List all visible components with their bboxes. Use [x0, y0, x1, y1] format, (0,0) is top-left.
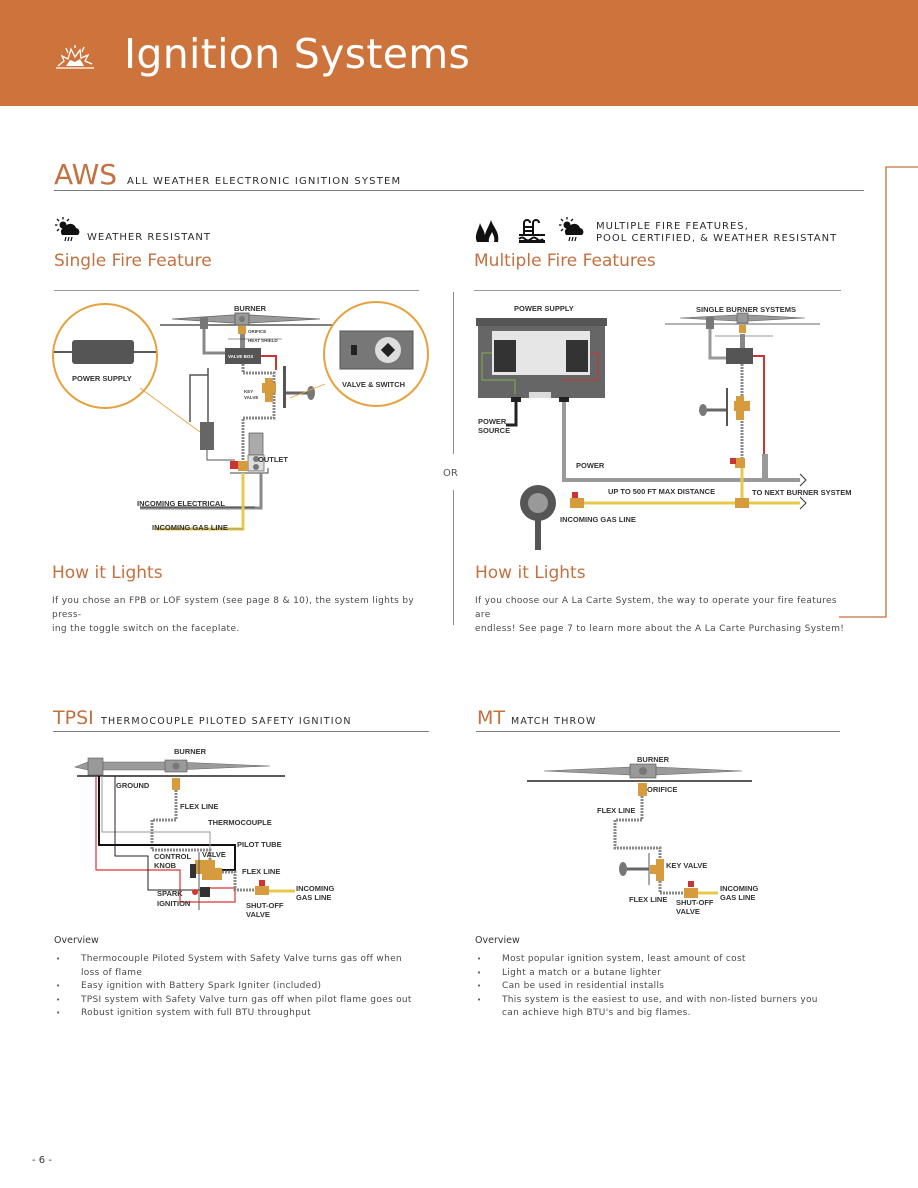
tpsi-diagram: BURNER GROUND FLEX LINE THERMOCOUPLE PIL… — [73, 747, 334, 919]
list-item: Easy ignition with Battery Spark Igniter… — [54, 980, 414, 994]
aws-single-diagram: BURNER ORIFICE HEAT SHIELD VALVE BOX POW… — [52, 301, 429, 532]
single-how-text: If you chose an FPB or LOF system (see p… — [52, 596, 415, 634]
tpsi-overview-list: Thermocouple Piloted System with Safety … — [54, 953, 414, 1021]
list-item: Most popular ignition system, least amou… — [475, 953, 835, 967]
multiple-tag-line-1: MULTIPLE FIRE FEATURES, — [596, 221, 749, 232]
label-burner: BURNER — [637, 755, 670, 764]
label-burner: BURNER — [174, 747, 207, 756]
list-item: This system is the easiest to use, and w… — [475, 994, 835, 1021]
label-incoming-gas: INCOMING GAS LINE — [152, 523, 228, 532]
mt-code: MT — [477, 707, 505, 729]
aws-subtitle: ALL WEATHER ELECTRONIC IGNITION SYSTEM — [127, 176, 402, 187]
label-power-source-2: SOURCE — [478, 426, 510, 435]
aws-code: AWS — [54, 158, 118, 191]
single-fire-heading: Single Fire Feature — [54, 251, 212, 271]
or-divider-bottom — [453, 490, 454, 625]
multiple-tag-line-2: POOL CERTIFIED, & WEATHER RESISTANT — [596, 233, 838, 244]
label-orifice: ORIFICE — [248, 329, 266, 334]
or-label: OR — [443, 468, 458, 479]
label-shutoff: SHUT-OFF — [246, 901, 284, 910]
label-single-burner: SINGLE BURNER SYSTEMS — [696, 305, 796, 314]
tpsi-divider — [53, 731, 429, 732]
multiple-fire-heading: Multiple Fire Features — [474, 251, 656, 271]
label-knob: KNOB — [154, 861, 177, 870]
label-next-burner: TO NEXT BURNER SYSTEM — [752, 488, 851, 497]
label-gas-line: GAS LINE — [296, 893, 331, 902]
label-ignition: IGNITION — [157, 899, 190, 908]
weather-sun-rain-icon — [559, 217, 584, 242]
label-key-valve: KEY VALVE — [666, 861, 707, 870]
tpsi-subtitle: THERMOCOUPLE PILOTED SAFETY IGNITION — [101, 716, 352, 727]
page-header: Ignition Systems — [0, 0, 918, 106]
mt-diagram: BURNER ORIFICE FLEX LINE KEY VALVE FLEX … — [527, 755, 758, 916]
label-valve: VALVE — [244, 395, 258, 400]
label-heat-shield: HEAT SHIELD — [248, 338, 278, 343]
label-spark: SPARK — [157, 889, 183, 898]
label-key: KEY — [244, 389, 253, 394]
label-power-supply: POWER SUPPLY — [72, 374, 132, 383]
label-flex-line-1: FLEX LINE — [180, 802, 218, 811]
label-flex-line-2: FLEX LINE — [629, 895, 667, 904]
label-valve-switch: VALVE & SWITCH — [342, 380, 405, 389]
label-ground: GROUND — [116, 781, 150, 790]
page-number: - 6 - — [32, 1155, 52, 1166]
page-title: Ignition Systems — [124, 30, 471, 78]
single-tag-label: WEATHER RESISTANT — [87, 232, 212, 243]
label-shutoff-valve: VALVE — [676, 907, 700, 916]
single-how-heading: How it Lights — [52, 563, 163, 583]
list-item: Thermocouple Piloted System with Safety … — [54, 953, 414, 980]
label-control: CONTROL — [154, 852, 191, 861]
label-power-supply: POWER SUPPLY — [514, 304, 574, 313]
or-divider-top — [453, 292, 454, 454]
label-thermocouple: THERMOCOUPLE — [208, 818, 272, 827]
label-incoming-electrical: INCOMING ELECTRICAL — [137, 499, 225, 508]
label-incoming: INCOMING — [296, 884, 334, 893]
label-burner: BURNER — [234, 304, 267, 313]
aws-divider — [54, 190, 864, 191]
mt-divider — [476, 731, 840, 732]
label-max-distance: UP TO 500 FT MAX DISTANCE — [608, 487, 715, 496]
label-orifice: ORIFICE — [647, 785, 677, 794]
list-item: Can be used in residential installs — [475, 980, 835, 994]
aws-multiple-diagram: POWER SUPPLY SINGLE BURNER SYSTEMS POWER… — [476, 304, 851, 550]
label-gas-line: GAS LINE — [720, 893, 755, 902]
multiple-divider — [474, 290, 841, 291]
single-divider — [54, 290, 419, 291]
list-item: TPSI system with Safety Valve turn gas o… — [54, 994, 414, 1008]
mt-subtitle: MATCH THROW — [511, 716, 597, 727]
label-flex-line-1: FLEX LINE — [597, 806, 635, 815]
mt-overview-title: Overview — [475, 935, 520, 946]
label-incoming: INCOMING — [720, 884, 758, 893]
multiple-how-heading: How it Lights — [475, 563, 586, 583]
label-pilot-tube: PILOT TUBE — [237, 840, 282, 849]
mt-overview-list: Most popular ignition system, least amou… — [475, 953, 835, 1021]
tpsi-overview-title: Overview — [54, 935, 99, 946]
tpsi-code: TPSI — [53, 707, 94, 729]
multiple-how-text: If you choose our A La Carte System, the… — [475, 596, 845, 634]
label-shutoff: SHUT-OFF — [676, 898, 714, 907]
spark-burst-icon — [56, 45, 94, 69]
label-valve: VALVE — [202, 850, 226, 859]
label-incoming-gas: INCOMING GAS LINE — [560, 515, 636, 524]
orange-bracket — [839, 166, 918, 618]
label-valve-box: VALVE BOX — [228, 354, 253, 359]
label-power-source-1: POWER — [478, 417, 507, 426]
list-item: Robust ignition system with full BTU thr… — [54, 1007, 414, 1021]
label-flex-line-2: FLEX LINE — [242, 867, 280, 876]
label-power: POWER — [576, 461, 605, 470]
pool-ladder-icon — [518, 219, 545, 243]
list-item: Light a match or a butane lighter — [475, 967, 835, 981]
flames-icon — [475, 220, 499, 242]
label-shutoff-valve: VALVE — [246, 910, 270, 919]
label-outlet: OUTLET — [258, 455, 288, 464]
weather-sun-rain-icon — [55, 217, 80, 242]
